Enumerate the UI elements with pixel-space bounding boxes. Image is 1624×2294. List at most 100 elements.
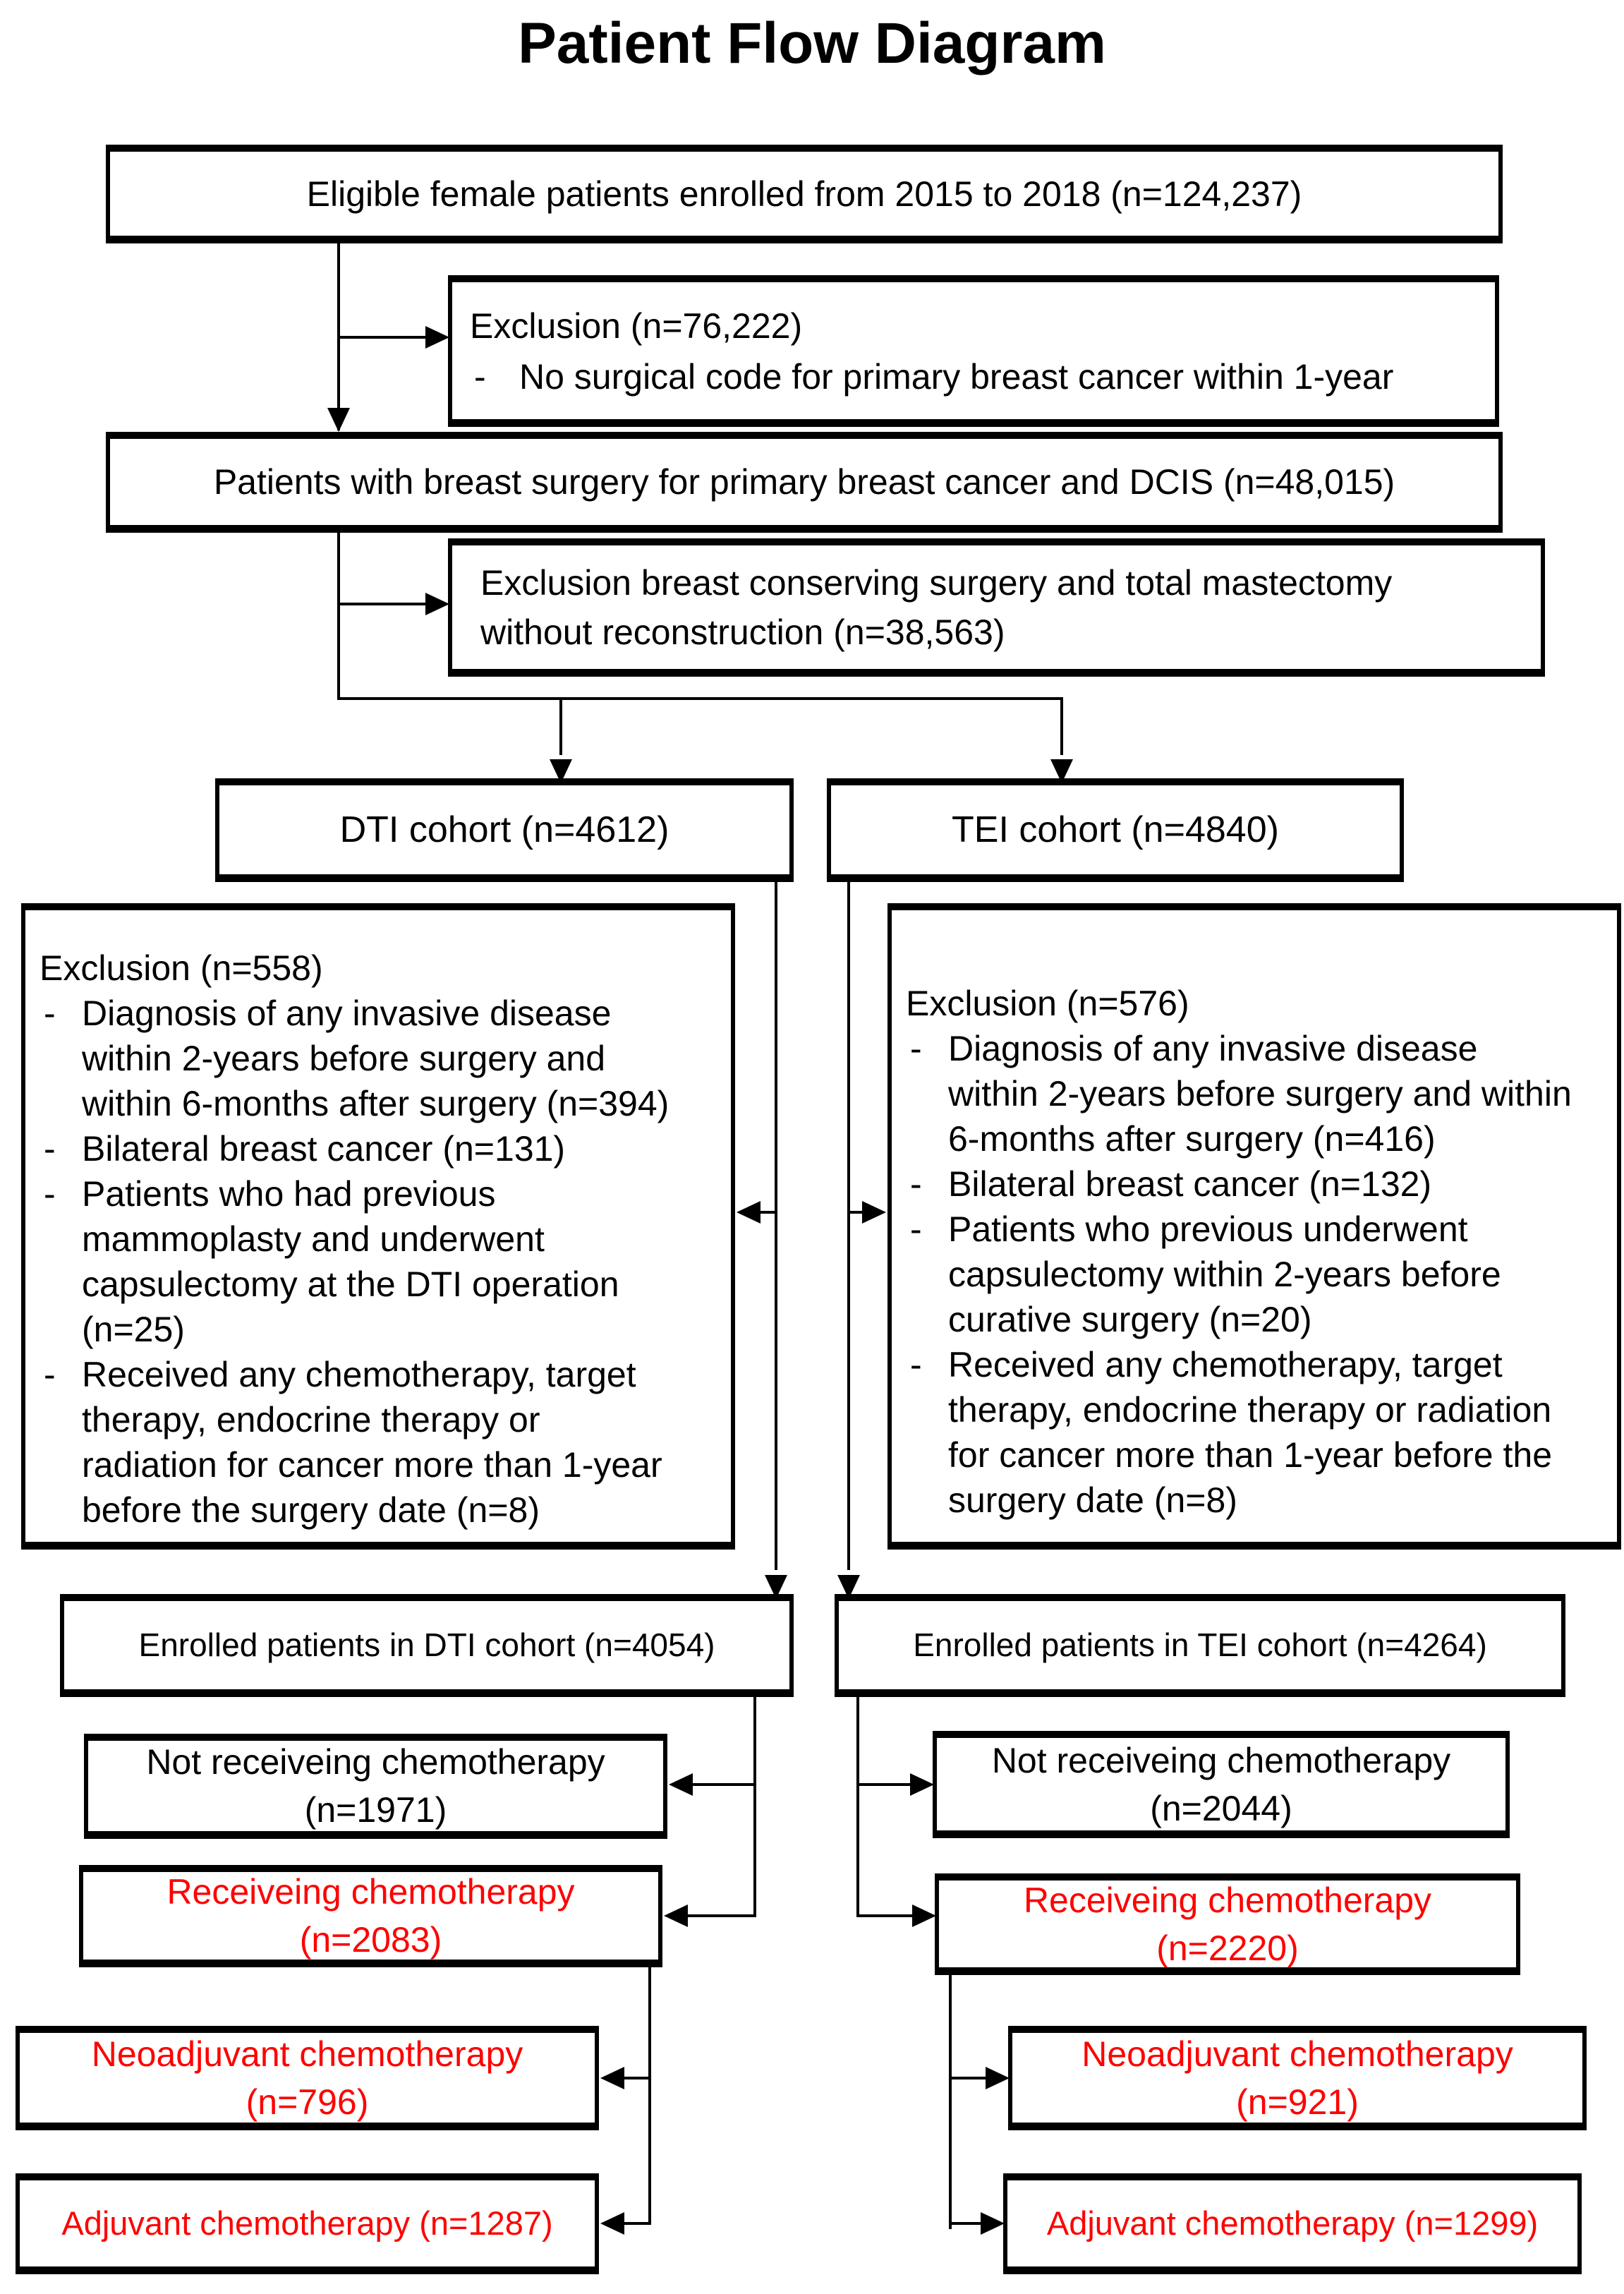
connector-line (761, 1211, 776, 1214)
connector-line (559, 699, 562, 755)
connector-line (858, 1914, 912, 1917)
box-tei-enrolled-label: Enrolled patients in TEI cohort (n=4264) (913, 1626, 1487, 1664)
box-tei-neoadjuvant-line2: (n=921) (1236, 2082, 1359, 2122)
arrow-left-icon (600, 2067, 624, 2089)
box-tei-no-chemo-line1: Not receiveing chemotherapy (991, 1740, 1451, 1780)
box-exclusion-initial: Exclusion (n=76,222) - No surgical code … (448, 275, 1499, 427)
exclusion-bullet-text: No surgical code for primary breast canc… (519, 357, 1394, 397)
bullet-dash: - (910, 1164, 922, 1204)
exclusion-bullet-text: Patients who had previous mammoplasty an… (82, 1174, 619, 1349)
bullet-dash: - (910, 1209, 922, 1249)
exclusion-heading: Exclusion (n=76,222) (470, 306, 803, 346)
box-dti-adjuvant-label: Adjuvant chemotherapy (n=1287) (61, 2204, 553, 2242)
box-tei-neoadjuvant-line1: Neoadjuvant chemotherapy (1081, 2034, 1513, 2074)
connector-line (648, 1967, 651, 2225)
exclusion-bullet-text: Received any chemotherapy, target therap… (82, 1355, 662, 1530)
box-tei-cohort-label: TEI cohort (n=4840) (952, 809, 1279, 850)
exclusion-bullet-text: Bilateral breast cancer (n=132) (948, 1164, 1432, 1204)
arrow-right-icon (912, 1904, 936, 1927)
box-dti-chemo-line2: (n=2083) (299, 1920, 442, 1960)
exclusion-bullet: - Diagnosis of any invasive disease with… (40, 991, 674, 1126)
bullet-dash: - (44, 994, 56, 1033)
connector-line (856, 1697, 859, 1917)
connector-line (337, 697, 1063, 700)
box-tei-chemo: Receiveing chemotherapy (n=2220) (935, 1873, 1520, 1975)
box-dti-no-chemo-line2: (n=1971) (304, 1790, 447, 1830)
box-tei-exclusion: Exclusion (n=576) - Diagnosis of any inv… (887, 903, 1621, 1550)
box-dti-neoadjuvant-line2: (n=796) (246, 2082, 369, 2122)
connector-line (849, 1211, 864, 1214)
bullet-dash: - (910, 1029, 922, 1068)
bullet-dash: - (474, 357, 486, 397)
box-tei-adjuvant: Adjuvant chemotherapy (n=1299) (1003, 2173, 1582, 2274)
box-tei-adjuvant-label: Adjuvant chemotherapy (n=1299) (1046, 2204, 1539, 2242)
exclusion-bullet: - Patients who had previous mammoplasty … (40, 1171, 674, 1352)
connector-line (624, 2222, 650, 2225)
box-tei-cohort: TEI cohort (n=4840) (827, 778, 1404, 882)
connector-line (950, 2222, 981, 2225)
exclusion-bullet-text: Received any chemotherapy, target therap… (948, 1345, 1553, 1520)
box-tei-chemo-line2: (n=2220) (1156, 1928, 1299, 1968)
connector-line (339, 336, 425, 339)
box-dti-enrolled-label: Enrolled patients in DTI cohort (n=4054) (138, 1626, 715, 1664)
box-dti-chemo: Receiveing chemotherapy (n=2083) (79, 1865, 662, 1967)
box-dti-exclusion: Exclusion (n=558) - Diagnosis of any inv… (21, 903, 735, 1550)
connector-line (339, 603, 425, 605)
exclusion-heading: Exclusion (n=576) (906, 984, 1189, 1023)
box-tei-chemo-line1: Receiveing chemotherapy (1023, 1880, 1432, 1920)
box-dti-adjuvant: Adjuvant chemotherapy (n=1287) (16, 2173, 599, 2274)
arrow-left-icon (664, 1904, 688, 1927)
exclusion-bullet: - Received any chemotherapy, target ther… (906, 1342, 1573, 1523)
exclusion-bullet-text: Diagnosis of any invasive disease within… (948, 1029, 1572, 1159)
bullet-dash: - (44, 1355, 56, 1394)
box-dti-chemo-line1: Receiveing chemotherapy (166, 1872, 575, 1912)
box-dti-no-chemo-line1: Not receiveing chemotherapy (146, 1742, 605, 1782)
exclusion-bullet-text: Bilateral breast cancer (n=131) (82, 1129, 566, 1169)
connector-line (753, 1697, 756, 1917)
box-dti-neoadjuvant-line1: Neoadjuvant chemotherapy (91, 2034, 523, 2074)
connector-line (775, 882, 777, 1570)
exclusion-bullet: - No surgical code for primary breast ca… (470, 351, 1477, 402)
page-title: Patient Flow Diagram (518, 11, 1106, 76)
connector-line (847, 882, 850, 1570)
arrow-right-icon (425, 326, 449, 349)
arrow-down-icon (327, 408, 350, 432)
bullet-dash: - (44, 1129, 56, 1169)
exclusion-heading: Exclusion (n=558) (40, 948, 323, 988)
exclusion-bullet: - Bilateral breast cancer (n=132) (906, 1161, 1573, 1207)
box-tei-no-chemo-line2: (n=2044) (1150, 1788, 1292, 1828)
box-tei-no-chemo: Not receiveing chemotherapy (n=2044) (933, 1731, 1510, 1838)
box-breast-surgery: Patients with breast surgery for primary… (106, 432, 1503, 533)
connector-line (624, 2077, 650, 2079)
exclusion-bullet-text: Diagnosis of any invasive disease within… (82, 994, 669, 1123)
exclusion-bullet: - Patients who previous underwent capsul… (906, 1207, 1573, 1342)
exclusion-bullet-text: Patients who previous underwent capsulec… (948, 1209, 1501, 1339)
box-eligible-patients-label: Eligible female patients enrolled from 2… (306, 174, 1302, 214)
box-breast-surgery-label: Patients with breast surgery for primary… (213, 462, 1395, 502)
connector-line (688, 1914, 755, 1917)
connector-line (337, 533, 340, 699)
box-dti-cohort-label: DTI cohort (n=4612) (339, 809, 669, 850)
bullet-dash: - (44, 1174, 56, 1214)
box-tei-neoadjuvant: Neoadjuvant chemotherapy (n=921) (1008, 2026, 1587, 2130)
arrow-right-icon (910, 1773, 934, 1796)
arrow-left-icon (737, 1201, 761, 1224)
arrow-right-icon (862, 1201, 886, 1224)
bullet-dash: - (910, 1345, 922, 1384)
arrow-right-icon (981, 2212, 1005, 2235)
arrow-right-icon (986, 2067, 1010, 2089)
exclusion-bullet: - Bilateral breast cancer (n=131) (40, 1126, 674, 1171)
box-tei-enrolled: Enrolled patients in TEI cohort (n=4264) (835, 1594, 1565, 1697)
exclusion-bullet: - Received any chemotherapy, target ther… (40, 1352, 674, 1533)
connector-line (858, 1783, 910, 1786)
connector-line (1060, 699, 1063, 755)
box-dti-no-chemo: Not receiveing chemotherapy (n=1971) (84, 1734, 667, 1839)
connector-line (950, 2077, 986, 2079)
arrow-left-icon (669, 1773, 693, 1796)
arrow-right-icon (425, 593, 449, 615)
box-dti-enrolled: Enrolled patients in DTI cohort (n=4054) (60, 1594, 794, 1697)
connector-line (949, 1975, 952, 2229)
connector-line (693, 1783, 755, 1786)
exclusion-bullet: - Diagnosis of any invasive disease with… (906, 1026, 1573, 1161)
